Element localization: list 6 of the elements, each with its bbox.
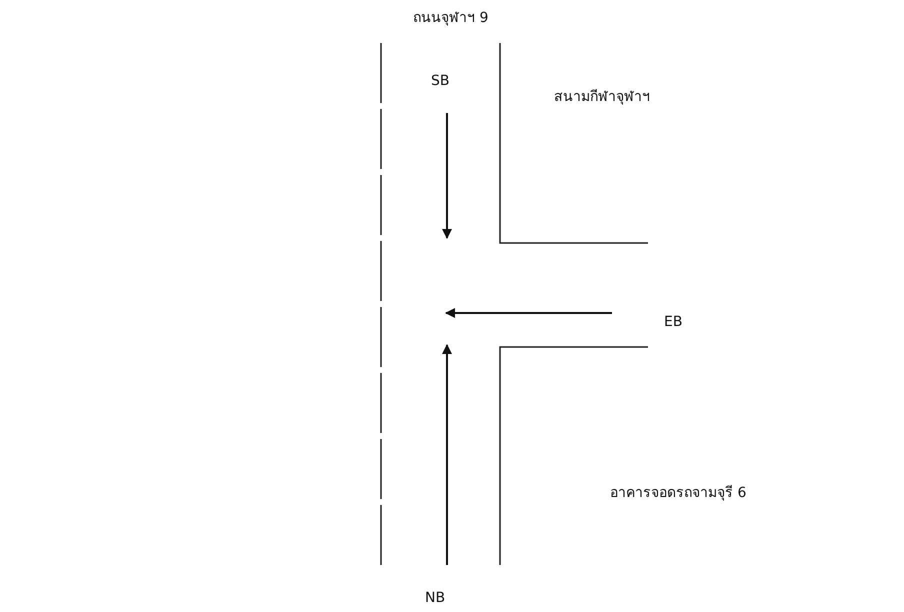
direction-label: EB — [664, 313, 682, 331]
place-label: อาคารจอดรถจามจุรี 6 — [610, 484, 746, 502]
direction-label: SB — [431, 72, 450, 90]
direction-label: NB — [425, 589, 446, 607]
road-name-label: ถนนจุฬาฯ 9 — [413, 9, 488, 27]
place-label: สนามกีฬาจุฬาฯ — [554, 88, 650, 106]
